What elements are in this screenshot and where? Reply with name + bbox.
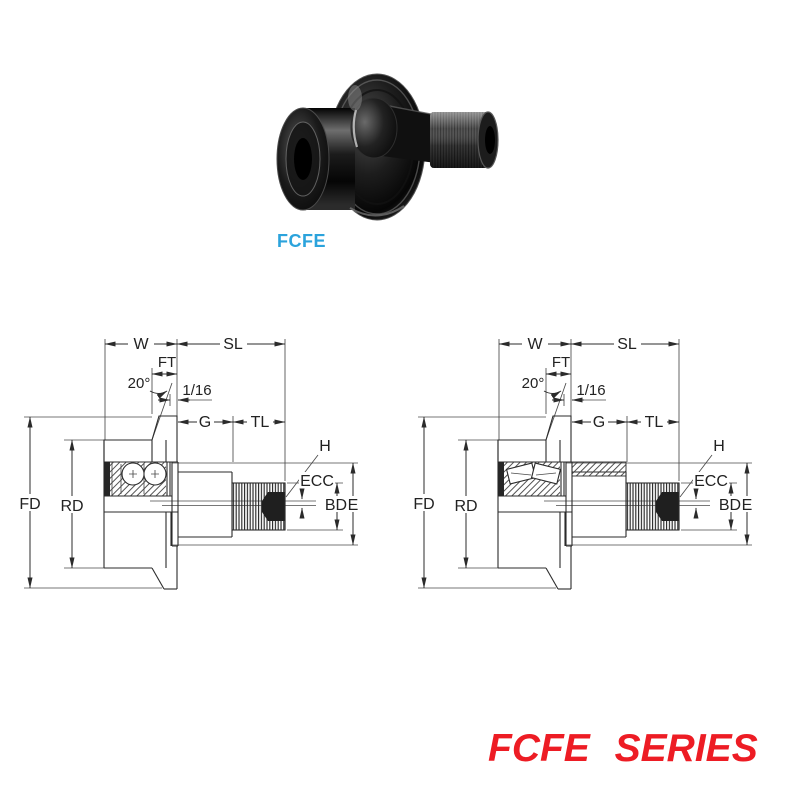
dim-label-tl: TL [251,414,270,431]
dim-label-fraction: 1/16 [576,382,605,399]
hex-socket [262,492,285,521]
dim-label-tl: TL [645,414,664,431]
dim-label-rd: RD [454,498,477,515]
dim-label-w: W [527,336,543,353]
cross-section-drawings: W SL FT 20° 1/16 G TL H [18,336,754,590]
dim-label-g: G [199,414,211,431]
dimensions: W SL FT 20° 1/16 G TL H [412,336,754,589]
extension-lines [24,339,358,589]
bearing-tapered-rollers [498,461,627,497]
dim-label-angle: 20° [128,375,151,392]
photo-caption: FCFE [277,231,326,251]
product-photo [276,73,499,221]
dim-label-fraction: 1/16 [182,382,211,399]
dim-label-h: H [319,438,331,455]
bearing-balls [104,462,172,497]
cross-section-right-taper: W SL FT 20° 1/16 G TL H [412,336,754,590]
dim-label-h: H [713,438,725,455]
dim-label-g: G [593,414,605,431]
dim-label-angle: 20° [522,375,545,392]
taper-roller-right [530,462,562,485]
photo-hub [350,97,398,159]
dim-label-bd: BD [719,497,741,514]
dim-label-sl: SL [617,336,637,353]
dimensions: W SL FT 20° 1/16 G TL H [18,336,360,589]
dim-label-ecc: ECC [694,473,728,490]
dim-label-ft: FT [552,354,570,371]
dim-label-bd: BD [325,497,347,514]
dim-label-fd: FD [19,496,40,513]
sectioned-shoulder [571,461,627,477]
dim-label-e: E [742,497,753,514]
part-outline [103,415,286,590]
dim-label-rd: RD [60,498,83,515]
part-outline [497,415,680,590]
series-title: FCFE SERIES [488,727,758,770]
dim-label-ecc: ECC [300,473,334,490]
dim-label-sl: SL [223,336,243,353]
dim-label-fd: FD [413,496,434,513]
photo-socket-hole [485,126,495,154]
dim-label-w: W [133,336,149,353]
hex-socket [656,492,679,521]
dim-label-e: E [348,497,359,514]
cross-section-left-ball: W SL FT 20° 1/16 G TL H [18,336,360,590]
dim-label-ft: FT [158,354,176,371]
